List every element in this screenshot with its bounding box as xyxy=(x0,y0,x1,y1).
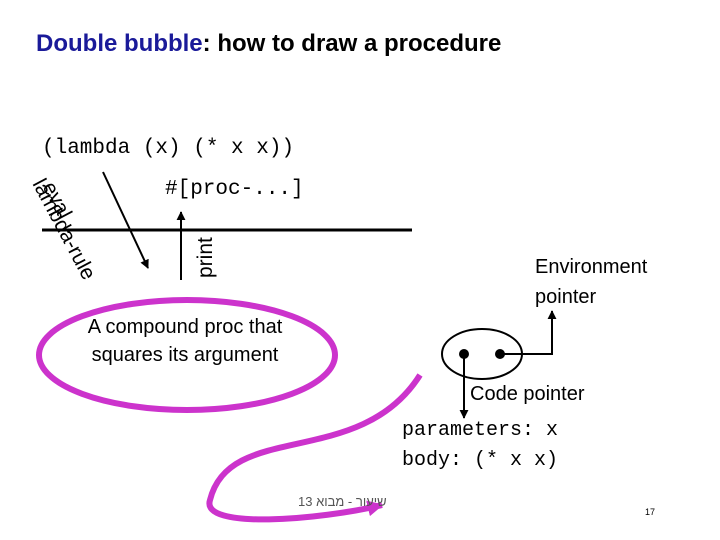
environment-pointer-label: Environment pointer xyxy=(535,256,648,308)
lambda-expression: (lambda (x) (* x x)) xyxy=(42,137,295,160)
slide-title: Double bubble: how to draw a procedure xyxy=(36,30,501,58)
parameters-line: parameters: x xyxy=(402,419,559,442)
title-keyword: Double bubble xyxy=(36,30,203,57)
code-pointer-label: Code pointer xyxy=(470,383,585,405)
footer-text: 13 שיעור - מבוא xyxy=(298,494,387,509)
page-number: 17 xyxy=(645,507,656,517)
environment-pointer-arrow xyxy=(500,310,557,355)
procedure-bubble xyxy=(36,297,338,413)
compound-proc-description: A compound proc that squares its argumen… xyxy=(87,316,283,366)
printed-procedure: #[proc-...] xyxy=(165,178,304,201)
title-rest: : how to draw a procedure xyxy=(202,30,502,57)
eval-arrow xyxy=(102,171,149,269)
code-pointer-arc xyxy=(206,373,423,523)
body-line: body: (* x x) xyxy=(402,449,559,472)
